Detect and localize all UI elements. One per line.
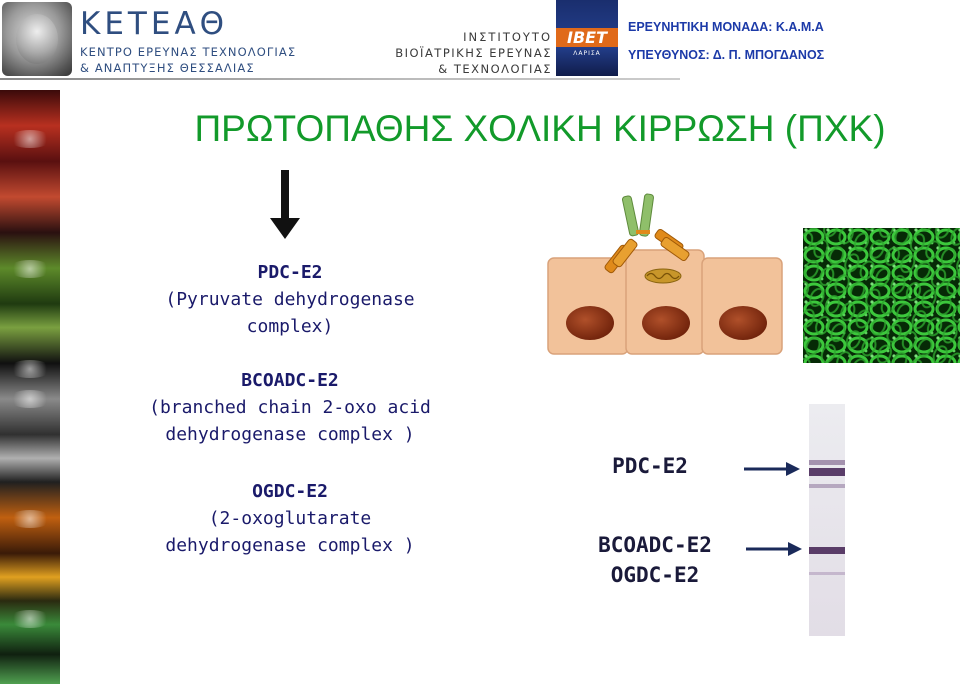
immunoblot-strip: [809, 404, 845, 636]
ogdc-e2-desc-line1: (2-oxoglutarate: [208, 508, 372, 529]
bcoadc-e2-name: BCOADC-E2: [241, 370, 339, 391]
blot-band-pdc: [809, 468, 845, 476]
slide-title: ΠΡΩΤΟΠΑΘΗΣ ΧΟΛΙΚΗ ΚΙΡΡΩΣΗ (ΠΧΚ): [194, 108, 886, 149]
pdc-e2-desc-line1: (Pyruvate dehydrogenase: [165, 289, 415, 310]
pdc-e2-desc-line2: complex): [246, 316, 334, 337]
fluorescence-micrograph: [803, 228, 960, 363]
blot-band-upper: [809, 460, 845, 465]
keteath-logo-line1: ΚΕΝΤΡΟ ΕΡΕΥΝΑΣ ΤΕΧΝΟΛΟΓΙΑΣ: [80, 45, 297, 59]
header-banner: ΚΕΤΕΑΘ ΚΕΝΤΡΟ ΕΡΕΥΝΑΣ ΤΕΧΝΟΛΟΓΙΑΣ & ΑΝΑΠ…: [0, 0, 960, 80]
blot-band-faint: [809, 484, 845, 488]
ogdc-e2-name: OGDC-E2: [252, 481, 328, 502]
decorative-side-strip: [0, 90, 60, 684]
institute-line1: ΙΝΣΤΙΤΟΥΤΟ: [463, 30, 552, 44]
unit-head-label: ΥΠΕΥΘΥΝΟΣ: Δ. Π. ΜΠΟΓΔΑΝΟΣ: [628, 48, 825, 62]
pdc-e2-name: PDC-E2: [257, 262, 323, 283]
institute-line3: & ΤΕΧΝΟΛΟΓΙΑΣ: [438, 62, 552, 76]
blot-label-pdc-e2: PDC-E2: [612, 454, 688, 478]
right-arrow-icon: [746, 542, 802, 556]
ibet-logo-text: IBET: [556, 28, 618, 47]
cell-antibody-diagram: [547, 193, 783, 355]
header-divider: [0, 78, 680, 80]
ogdc-e2-desc-line2: dehydrogenase complex ): [165, 535, 415, 556]
blot-band-faint-low: [809, 572, 845, 575]
keteath-logo-title: ΚΕΤΕΑΘ: [80, 6, 229, 42]
nucleus-right: [719, 306, 767, 340]
coin-logo-icon: [2, 2, 72, 76]
nucleus-middle: [642, 306, 690, 340]
bcoadc-e2-desc-line1: (branched chain 2-oxo acid: [149, 397, 431, 418]
blot-label-bcoadc-e2: BCOADC-E2: [598, 533, 712, 557]
ibet-logo-subtext: ΛΑΡΙΣΑ: [573, 50, 601, 57]
blot-band-bcoadc: [809, 547, 845, 554]
nucleus-left: [566, 306, 614, 340]
right-arrow-icon: [744, 462, 800, 476]
keteath-logo-line2: & ΑΝΑΠΤΥΞΗΣ ΘΕΣΣΑΛΙΑΣ: [80, 61, 255, 75]
antibody-icon: [604, 193, 690, 274]
institute-line2: ΒΙΟΪΑΤΡΙΚΗΣ ΕΡΕΥΝΑΣ: [395, 46, 552, 60]
down-arrow-icon: [270, 170, 300, 239]
research-unit-label: ΕΡΕΥΝΗΤΙΚΗ ΜΟΝΑΔΑ: Κ.Α.Μ.Α: [628, 20, 824, 34]
blot-label-ogdc-e2: OGDC-E2: [610, 563, 700, 587]
bcoadc-e2-desc-line2: dehydrogenase complex ): [165, 424, 415, 445]
